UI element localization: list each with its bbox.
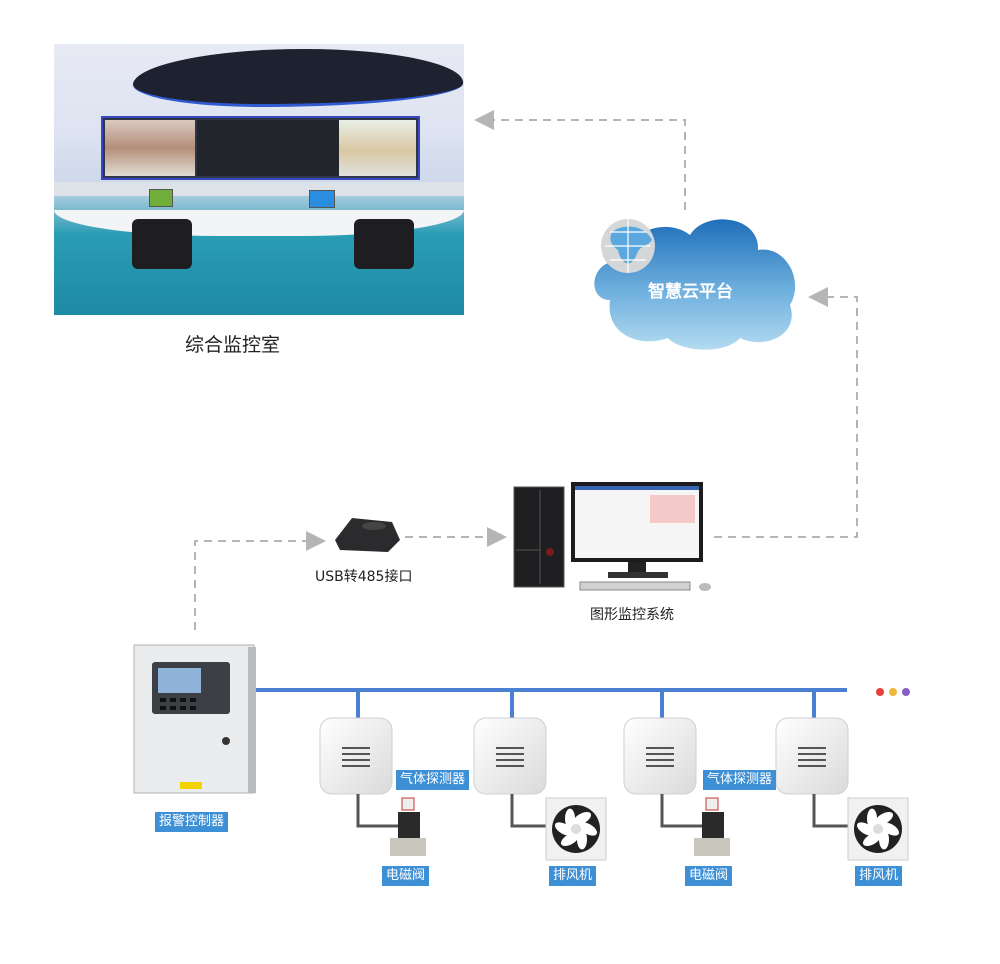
chair (132, 219, 192, 269)
link-cloud-to-control-room (474, 110, 686, 210)
gas-detector-icon (473, 717, 547, 795)
control-room-photo (54, 44, 464, 315)
usb-485-converter-icon (335, 518, 400, 552)
valve-cap (705, 797, 719, 811)
continuation-dot (902, 688, 910, 696)
fan-blade (867, 808, 877, 829)
alarm-controller-tag: 报警控制器 (155, 812, 229, 832)
fan-blade (577, 829, 587, 850)
rs485-bus (256, 688, 847, 718)
fan-blade (874, 811, 894, 826)
operator-monitor (149, 189, 173, 207)
monitor-system-label: 图形监控系统 (590, 607, 674, 623)
fan-blade (578, 822, 598, 836)
desktop-computer-icon (513, 482, 711, 591)
solenoid-valve-tag: 电磁阀 (685, 866, 733, 886)
control-wire (510, 794, 562, 828)
control-wire (356, 794, 408, 828)
gas-detector-icon (775, 717, 849, 795)
control-room-label: 综合监控室 (185, 334, 281, 356)
fan-blade (880, 822, 900, 836)
solenoid-valve-icon (398, 812, 420, 838)
control-wire (660, 794, 712, 828)
fan-blade (554, 822, 574, 836)
usb-converter-label: USB转485接口 (315, 569, 413, 585)
solenoid-valve-tag: 电磁阀 (382, 866, 430, 886)
gas-detector-tag: 气体探测器 (396, 770, 470, 790)
link-monitor-to-cloud (714, 287, 858, 538)
link-controller-to-usb (194, 531, 326, 630)
valve-body (694, 838, 730, 856)
exhaust-fan-tag: 排风机 (855, 866, 903, 886)
operator-monitor (309, 190, 335, 208)
fan-blade (560, 832, 580, 847)
chair (354, 219, 414, 269)
alarm-controller-cabinet-icon (133, 644, 256, 794)
gas-detector-icon (319, 717, 393, 795)
valve-body (390, 838, 426, 856)
gas-detector-icon (623, 717, 697, 795)
video-wall (101, 116, 420, 180)
exhaust-fan-tag: 排风机 (549, 866, 597, 886)
fan-hub (571, 824, 581, 834)
cloud-platform-label: 智慧云平台 (648, 282, 733, 302)
gas-detector-tag: 气体探测器 (703, 770, 777, 790)
continuation-dot (876, 688, 884, 696)
fan-blade (856, 822, 876, 836)
solenoid-valve-icon (702, 812, 724, 838)
continuation-dot (889, 688, 897, 696)
fan-blade (862, 832, 882, 847)
fan-blade (565, 808, 575, 829)
fan-hub (873, 824, 883, 834)
fan-blade (879, 829, 889, 850)
control-wire (812, 794, 864, 828)
globe-icon (601, 219, 655, 273)
fan-blade (572, 811, 592, 826)
valve-cap (401, 797, 415, 811)
